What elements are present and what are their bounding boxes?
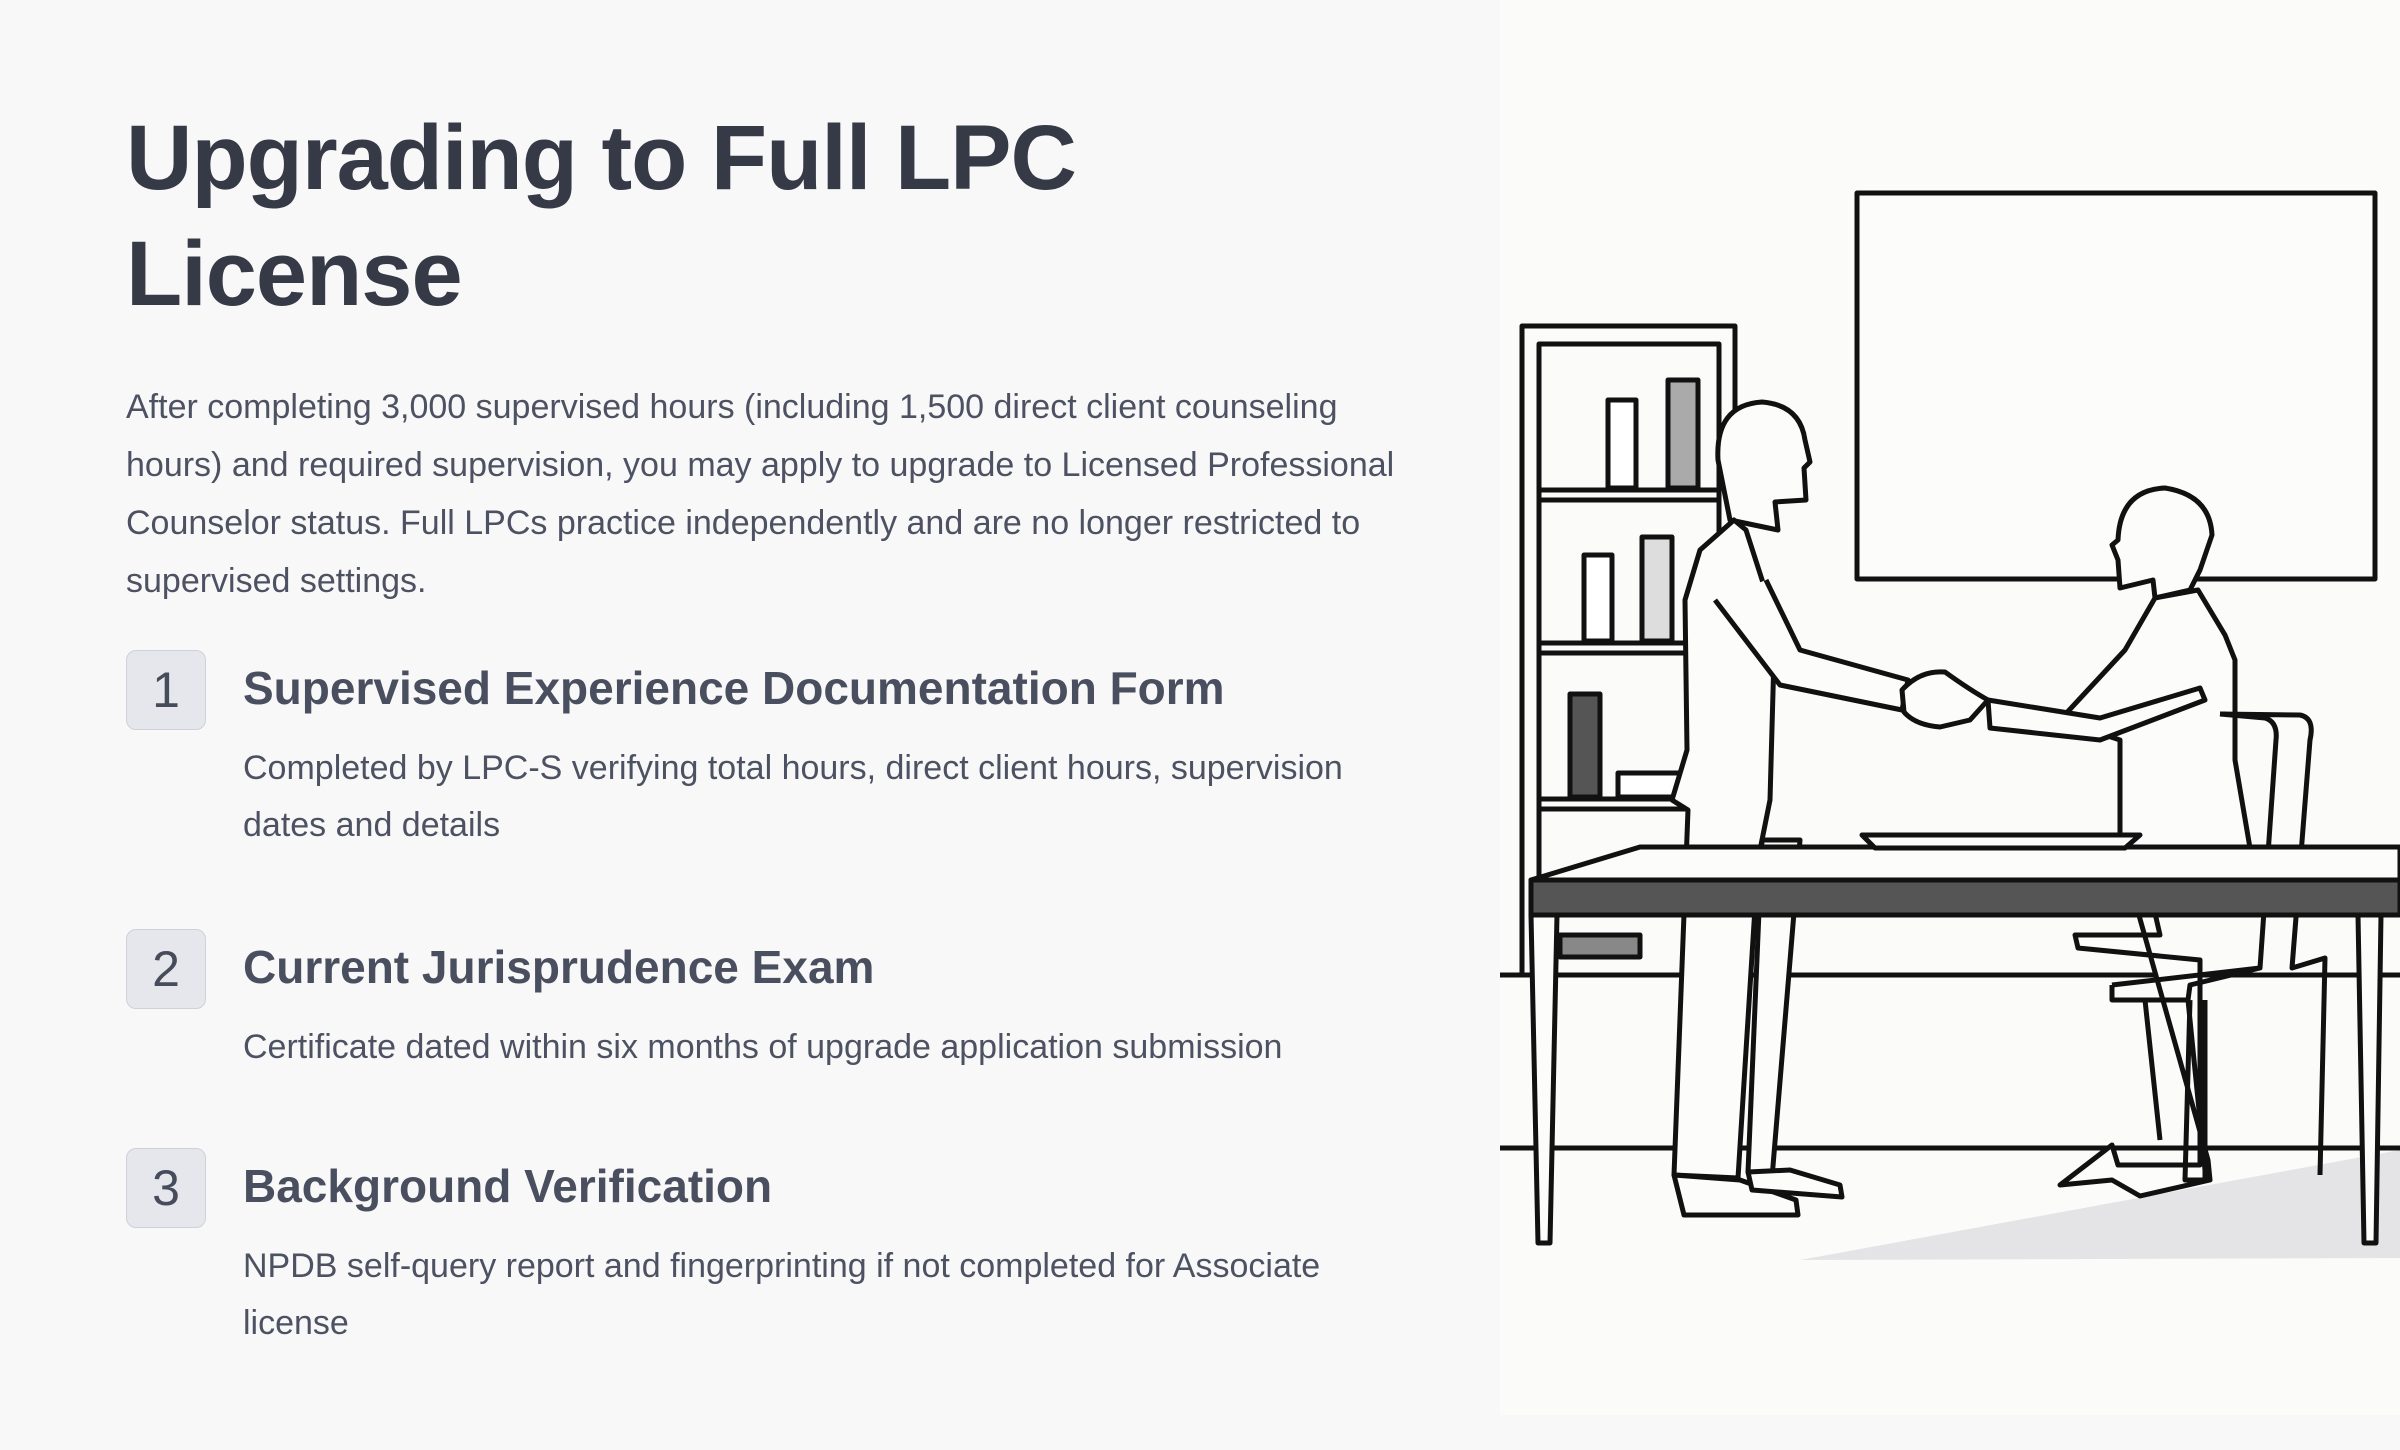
step-description: Completed by LPC-S verifying total hours… [243, 749, 1343, 844]
step-title: Current Jurisprudence Exam [243, 941, 875, 993]
step-number-badge: 3 [126, 1148, 206, 1228]
step-number-badge: 1 [126, 650, 206, 730]
content-area: Upgrading to Full LPC License After comp… [126, 107, 1395, 1342]
step-description: NPDB self-query report and fingerprintin… [243, 1247, 1321, 1342]
step-description: Certificate dated within six months of u… [243, 1028, 1283, 1066]
step-number-badge: 2 [126, 929, 206, 1009]
step-title: Supervised Experience Documentation Form [243, 662, 1225, 714]
intro-paragraph: After completing 3,000 supervised hours … [126, 388, 1395, 600]
handshake-illustration [1500, 0, 2400, 1415]
step-title: Background Verification [243, 1160, 773, 1212]
page-title: Upgrading to Full LPC License [126, 107, 1077, 325]
